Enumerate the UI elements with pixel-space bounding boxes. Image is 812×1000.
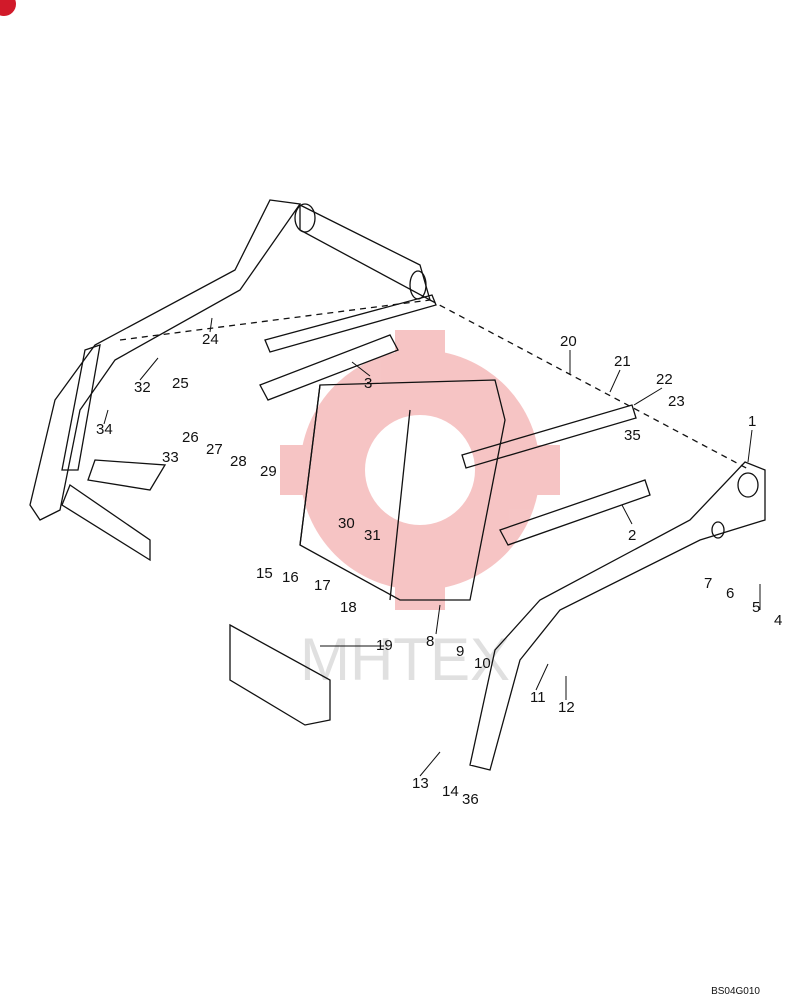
left-loader-arm [29, 199, 302, 521]
callout-31: 31 [364, 527, 381, 544]
callout-7: 7 [704, 575, 712, 592]
callout-33: 33 [162, 449, 179, 466]
callout-6: 6 [726, 585, 734, 602]
corner-badge [0, 0, 16, 16]
callout-24: 24 [202, 331, 219, 348]
left-bottom-tube [61, 484, 151, 562]
callout-26: 26 [182, 429, 199, 446]
callout-21: 21 [614, 353, 631, 370]
callout-9: 9 [456, 643, 464, 660]
callout-13: 13 [412, 775, 429, 792]
callout-32: 32 [134, 379, 151, 396]
watermark-text: MHTEX [300, 626, 510, 693]
mount-bracket [229, 623, 331, 726]
callout-2: 2 [628, 527, 636, 544]
callout-20: 20 [560, 333, 577, 350]
callout-labels: 1 2 3 4 5 6 7 8 9 10 11 12 13 14 15 16 1… [96, 331, 782, 808]
callout-17: 17 [314, 577, 331, 594]
callout-25: 25 [172, 375, 189, 392]
frame-linework [29, 199, 766, 771]
callout-1: 1 [748, 413, 756, 430]
callout-28: 28 [230, 453, 247, 470]
right-loader-arm [469, 461, 766, 771]
callout-3: 3 [364, 375, 372, 392]
lower-link-left [259, 334, 399, 401]
callout-27: 27 [206, 441, 223, 458]
drawing-reference: BS04G010 [711, 986, 760, 997]
callout-11: 11 [530, 689, 546, 706]
callout-10: 10 [474, 655, 491, 672]
callout-19: 19 [376, 637, 393, 654]
upper-link-right [461, 404, 637, 469]
leader-lines [103, 317, 761, 777]
callout-14: 14 [442, 783, 459, 800]
callout-23: 23 [668, 393, 685, 410]
callout-29: 29 [260, 463, 277, 480]
callout-30: 30 [338, 515, 355, 532]
callout-8: 8 [426, 633, 434, 650]
callout-4: 4 [774, 612, 782, 629]
callout-36: 36 [462, 791, 479, 808]
callout-5: 5 [752, 599, 760, 616]
step-plate [87, 459, 167, 491]
callout-12: 12 [558, 699, 575, 716]
callout-22: 22 [656, 371, 673, 388]
lower-link-right [499, 479, 651, 546]
callout-34: 34 [96, 421, 113, 438]
callout-18: 18 [340, 599, 357, 616]
callout-15: 15 [256, 565, 273, 582]
callout-16: 16 [282, 569, 299, 586]
callout-35: 35 [624, 427, 641, 444]
upper-link-left [264, 294, 437, 353]
watermark-gear [280, 330, 560, 610]
